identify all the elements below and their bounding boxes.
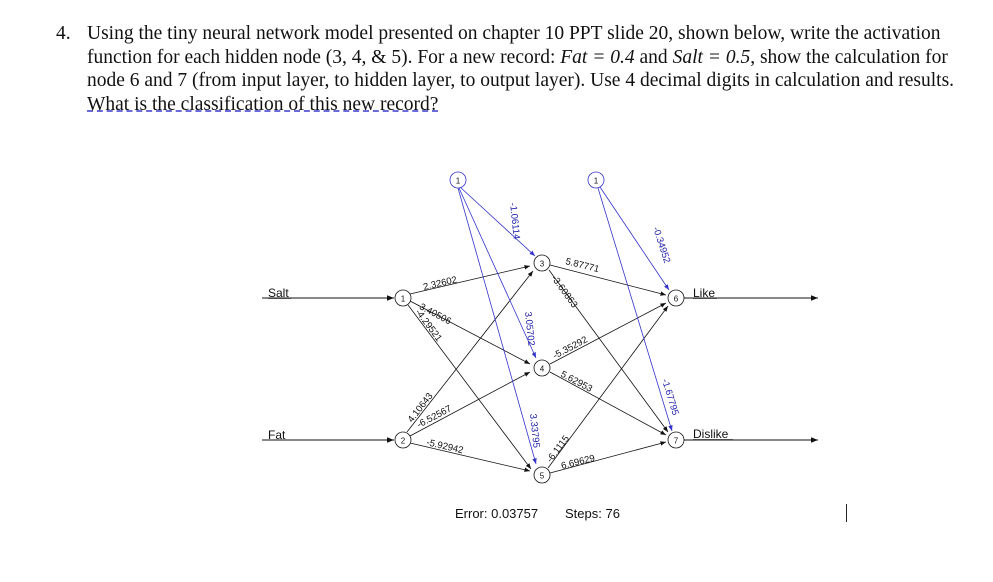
node-1: 1 bbox=[394, 289, 412, 307]
salt-variable: Salt bbox=[672, 46, 703, 68]
edge-bias-4 bbox=[458, 187, 537, 359]
edge-bias-3 bbox=[459, 186, 536, 257]
edge-3-7 bbox=[548, 269, 669, 433]
edge-bias-5 bbox=[457, 187, 537, 465]
bias-node-output: 1 bbox=[587, 171, 605, 189]
weight-5-7: 6.69629 bbox=[560, 453, 596, 472]
edge-2-3 bbox=[406, 270, 534, 433]
weight-bias-3: -1.06114 bbox=[507, 202, 522, 240]
question-text: Using the tiny neural network model pres… bbox=[87, 22, 957, 116]
node-2: 2 bbox=[394, 431, 412, 449]
question-text-1: Using the tiny neural network model pres… bbox=[87, 23, 941, 68]
salt-value: = 0.5 bbox=[702, 46, 751, 68]
weight-bias-4: 3.05702 bbox=[522, 311, 537, 346]
node-3: 3 bbox=[533, 254, 551, 272]
node-6: 6 bbox=[667, 289, 685, 307]
input-label-fat: Fat bbox=[268, 428, 286, 442]
bias-node-output-label: 1 bbox=[594, 177, 599, 186]
edge-5-6 bbox=[547, 305, 669, 469]
question-number: 4. bbox=[56, 23, 71, 44]
edge-2-5 bbox=[409, 442, 531, 472]
text-cursor bbox=[846, 504, 847, 522]
fat-variable: Fat bbox=[560, 46, 588, 68]
bias-node-hidden: 1 bbox=[449, 171, 467, 189]
node-4: 4 bbox=[533, 359, 551, 377]
weight-bias-6: -0.34952 bbox=[650, 226, 672, 265]
input-label-salt: Salt bbox=[268, 286, 289, 300]
node-6-label: 6 bbox=[674, 295, 679, 304]
weight-2-5: -5.92942 bbox=[425, 437, 464, 456]
weight-bias-7: -1.67795 bbox=[659, 378, 680, 417]
fat-value: = 0.4 bbox=[587, 46, 635, 68]
edge-4-6 bbox=[549, 302, 667, 365]
bias-node-hidden-label: 1 bbox=[456, 177, 461, 186]
output-label-dislike: Dislike bbox=[693, 427, 729, 441]
edge-2-4 bbox=[409, 371, 531, 437]
edge-1-5 bbox=[407, 304, 532, 470]
output-label-like: Like bbox=[693, 286, 715, 300]
edge-1-3 bbox=[409, 265, 531, 295]
training-steps: Steps: 76 bbox=[565, 506, 620, 521]
node-7: 7 bbox=[667, 431, 685, 449]
weight-1-3: 2.32602 bbox=[422, 274, 458, 292]
edge-3-6 bbox=[549, 264, 667, 296]
node-1-label: 1 bbox=[401, 295, 406, 304]
edge-4-7 bbox=[549, 371, 667, 436]
edge-1-4 bbox=[409, 300, 531, 365]
node-4-label: 4 bbox=[540, 365, 545, 374]
node-5: 5 bbox=[533, 466, 551, 484]
weight-3-6: 5.87771 bbox=[564, 256, 600, 275]
weight-3-7: -3.60863 bbox=[549, 273, 580, 310]
edge-bias-7 bbox=[597, 187, 673, 432]
training-error: Error: 0.03757 bbox=[455, 506, 538, 521]
classification-question: What is the classification of this new r… bbox=[87, 93, 439, 115]
question-text-2: , show the calculation for node 6 and 7 … bbox=[87, 46, 955, 92]
edge-bias-6 bbox=[599, 186, 670, 291]
node-5-label: 5 bbox=[540, 472, 545, 481]
node-7-label: 7 bbox=[674, 437, 679, 446]
question-text-and: and bbox=[634, 46, 673, 68]
weight-4-7: 5.62953 bbox=[559, 369, 594, 395]
node-3-label: 3 bbox=[540, 260, 545, 269]
node-2-label: 2 bbox=[401, 437, 406, 446]
weight-bias-5: 3.33795 bbox=[527, 413, 542, 448]
weight-4-6: -5.35292 bbox=[551, 334, 589, 361]
edge-5-7 bbox=[549, 441, 667, 474]
